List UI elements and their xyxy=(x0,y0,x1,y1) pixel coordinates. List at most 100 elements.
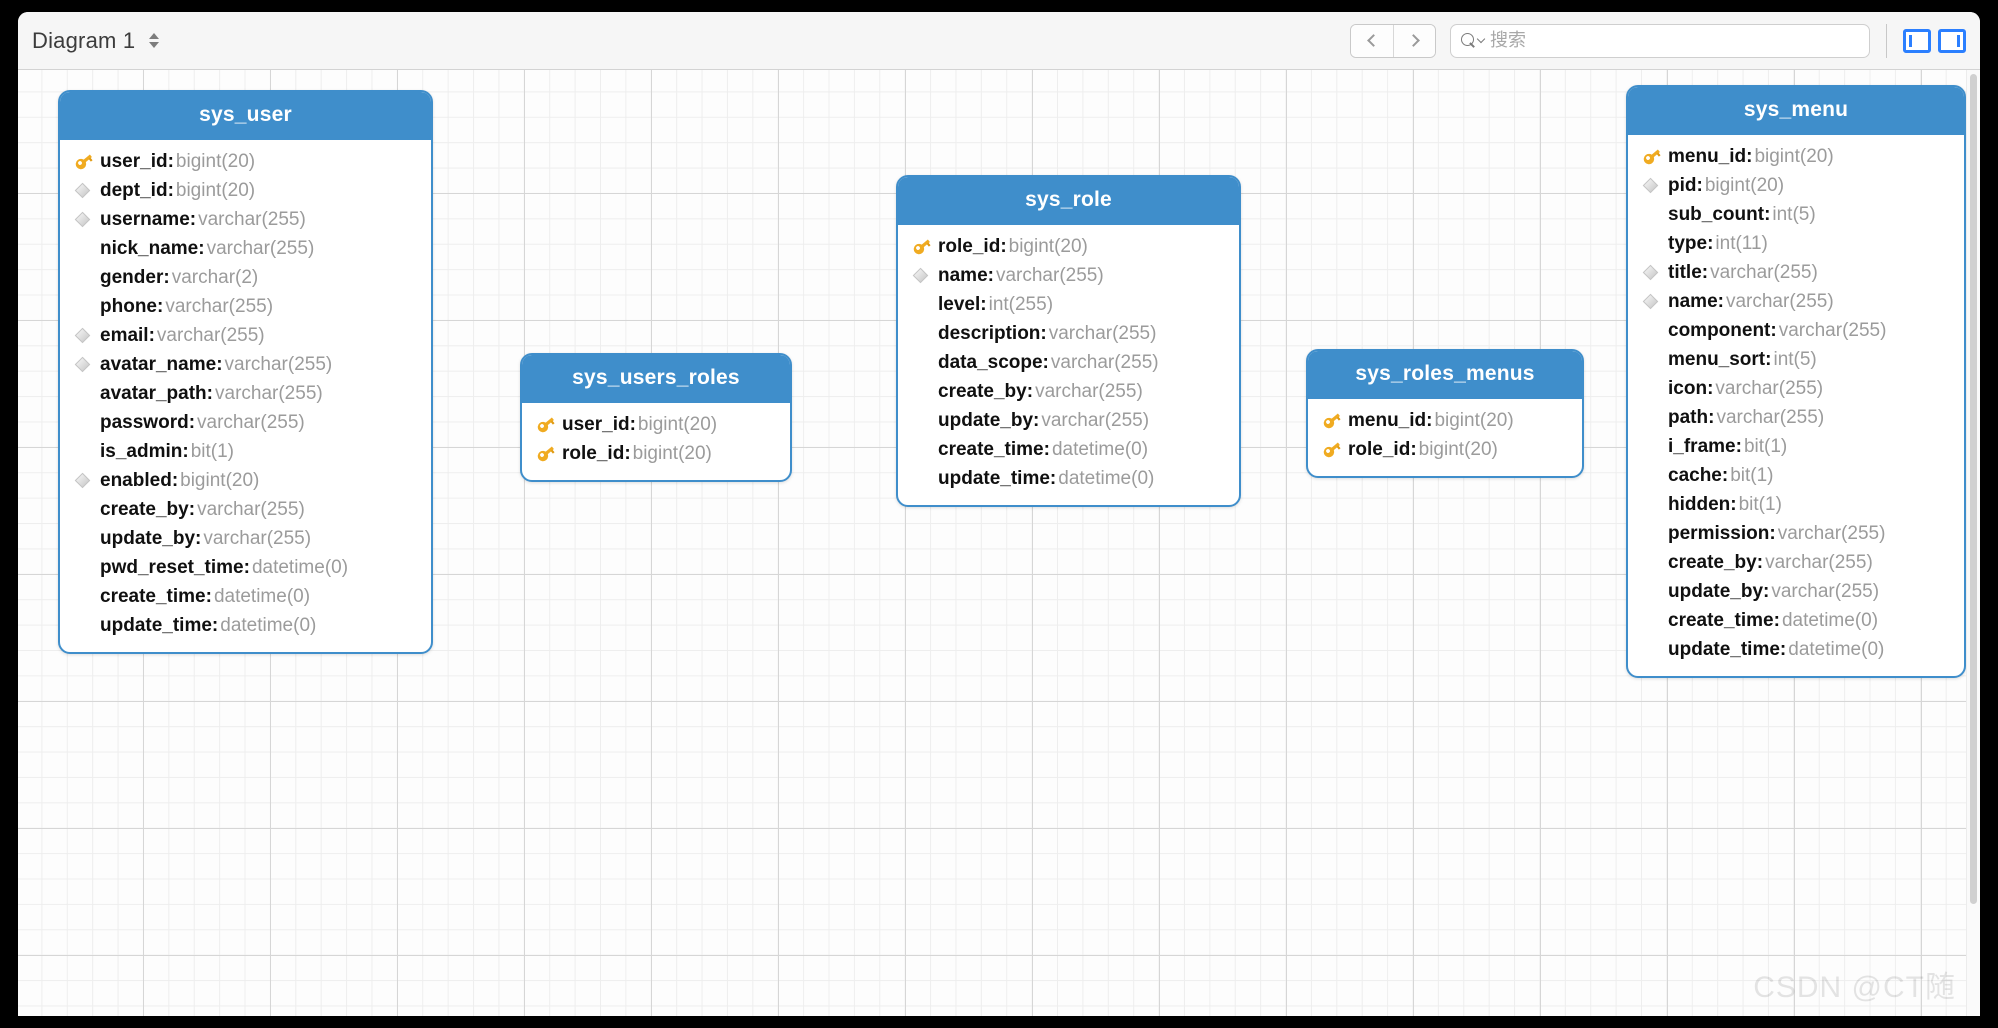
column-icon-none xyxy=(74,239,100,259)
column-icon-none xyxy=(74,297,100,317)
search-input[interactable] xyxy=(1490,30,1859,51)
column-row[interactable]: name: varchar(255) xyxy=(898,261,1239,290)
toolbar: Diagram 1 xyxy=(18,12,1980,70)
column-icon-none xyxy=(1642,321,1668,341)
column-type: bigint(20) xyxy=(1418,438,1498,460)
column-row[interactable]: create_time: datetime(0) xyxy=(1628,606,1964,635)
column-row[interactable]: create_by: varchar(255) xyxy=(1628,548,1964,577)
column-row[interactable]: role_id: bigint(20) xyxy=(898,232,1239,261)
column-row[interactable]: avatar_path: varchar(255) xyxy=(60,379,431,408)
document-stepper-icon[interactable] xyxy=(147,28,161,54)
column-row[interactable]: dept_id: bigint(20) xyxy=(60,176,431,205)
column-row[interactable]: create_time: datetime(0) xyxy=(60,582,431,611)
column-name: is_admin xyxy=(100,440,183,462)
column-row[interactable]: data_scope: varchar(255) xyxy=(898,348,1239,377)
column-row[interactable]: update_by: varchar(255) xyxy=(1628,577,1964,606)
column-row[interactable]: description: varchar(255) xyxy=(898,319,1239,348)
document-title[interactable]: Diagram 1 xyxy=(32,27,136,53)
column-row[interactable]: update_time: datetime(0) xyxy=(60,611,431,640)
primary-key-icon xyxy=(1322,440,1348,460)
column-row[interactable]: update_time: datetime(0) xyxy=(1628,635,1964,664)
column-row[interactable]: role_id: bigint(20) xyxy=(1308,435,1582,464)
column-row[interactable]: avatar_name: varchar(255) xyxy=(60,350,431,379)
column-name: user_id xyxy=(100,150,168,172)
column-name: pid xyxy=(1668,174,1697,196)
column-name: menu_id xyxy=(1348,409,1427,431)
column-separator: : xyxy=(1735,435,1742,457)
column-row[interactable]: hidden: bit(1) xyxy=(1628,490,1964,519)
column-row[interactable]: title: varchar(255) xyxy=(1628,258,1964,287)
column-row[interactable]: menu_id: bigint(20) xyxy=(1308,406,1582,435)
index-diamond-icon xyxy=(1642,292,1668,312)
column-row[interactable]: level: int(255) xyxy=(898,290,1239,319)
column-row[interactable]: menu_sort: int(5) xyxy=(1628,345,1964,374)
column-row[interactable]: enabled: bigint(20) xyxy=(60,466,431,495)
nav-forward-button[interactable] xyxy=(1393,24,1435,57)
toolbar-divider xyxy=(1886,23,1887,58)
column-icon-none xyxy=(912,440,938,460)
column-row[interactable]: component: varchar(255) xyxy=(1628,316,1964,345)
column-separator: : xyxy=(1730,493,1737,515)
column-row[interactable]: gender: varchar(2) xyxy=(60,263,431,292)
left-sidebar-toggle[interactable] xyxy=(1903,28,1931,53)
column-row[interactable]: user_id: bigint(20) xyxy=(60,147,431,176)
column-row[interactable]: pwd_reset_time: datetime(0) xyxy=(60,553,431,582)
search-field[interactable] xyxy=(1450,23,1870,58)
column-row[interactable]: phone: varchar(255) xyxy=(60,292,431,321)
index-diamond-icon xyxy=(1642,263,1668,283)
column-row[interactable]: password: varchar(255) xyxy=(60,408,431,437)
column-row[interactable]: role_id: bigint(20) xyxy=(522,439,790,468)
column-row[interactable]: menu_id: bigint(20) xyxy=(1628,142,1964,171)
column-icon-none xyxy=(74,616,100,636)
column-row[interactable]: is_admin: bit(1) xyxy=(60,437,431,466)
column-icon-none xyxy=(1642,408,1668,428)
column-separator: : xyxy=(1033,409,1040,431)
primary-key-icon xyxy=(912,237,938,257)
column-row[interactable]: type: int(11) xyxy=(1628,229,1964,258)
column-row[interactable]: name: varchar(255) xyxy=(1628,287,1964,316)
column-name: create_by xyxy=(938,380,1027,402)
column-row[interactable]: create_by: varchar(255) xyxy=(898,377,1239,406)
search-icon[interactable] xyxy=(1461,33,1486,48)
canvas-vertical-scrollbar[interactable] xyxy=(1966,70,1980,1016)
column-row[interactable]: update_by: varchar(255) xyxy=(898,406,1239,435)
column-row[interactable]: create_time: datetime(0) xyxy=(898,435,1239,464)
column-row[interactable]: email: varchar(255) xyxy=(60,321,431,350)
column-name: avatar_path xyxy=(100,382,207,404)
primary-key-icon xyxy=(537,446,555,462)
column-type: varchar(255) xyxy=(224,353,333,375)
column-row[interactable]: nick_name: varchar(255) xyxy=(60,234,431,263)
column-row[interactable]: update_time: datetime(0) xyxy=(898,464,1239,493)
column-row[interactable]: create_by: varchar(255) xyxy=(60,495,431,524)
column-row[interactable]: path: varchar(255) xyxy=(1628,403,1964,432)
column-row[interactable]: i_frame: bit(1) xyxy=(1628,432,1964,461)
column-row[interactable]: icon: varchar(255) xyxy=(1628,374,1964,403)
column-row[interactable]: username: varchar(255) xyxy=(60,205,431,234)
chevron-left-icon xyxy=(1367,34,1380,47)
entity-table-columns: role_id: bigint(20)name: varchar(255)lev… xyxy=(898,225,1239,505)
column-name: sub_count xyxy=(1668,203,1765,225)
column-row[interactable]: pid: bigint(20) xyxy=(1628,171,1964,200)
column-type: varchar(255) xyxy=(1716,406,1825,428)
column-name: avatar_name xyxy=(100,353,217,375)
column-row[interactable]: sub_count: int(5) xyxy=(1628,200,1964,229)
column-row[interactable]: permission: varchar(255) xyxy=(1628,519,1964,548)
column-row[interactable]: user_id: bigint(20) xyxy=(522,410,790,439)
column-name: update_by xyxy=(938,409,1034,431)
column-row[interactable]: update_by: varchar(255) xyxy=(60,524,431,553)
column-name: i_frame xyxy=(1668,435,1736,457)
column-type: bigint(20) xyxy=(1008,235,1088,257)
column-row[interactable]: cache: bit(1) xyxy=(1628,461,1964,490)
scrollbar-thumb[interactable] xyxy=(1970,74,1977,904)
right-sidebar-toggle[interactable] xyxy=(1938,28,1966,53)
column-type: varchar(255) xyxy=(1771,580,1880,602)
index-diamond-icon xyxy=(1642,176,1668,196)
column-name: component xyxy=(1668,319,1771,341)
nav-back-button[interactable] xyxy=(1351,24,1393,57)
